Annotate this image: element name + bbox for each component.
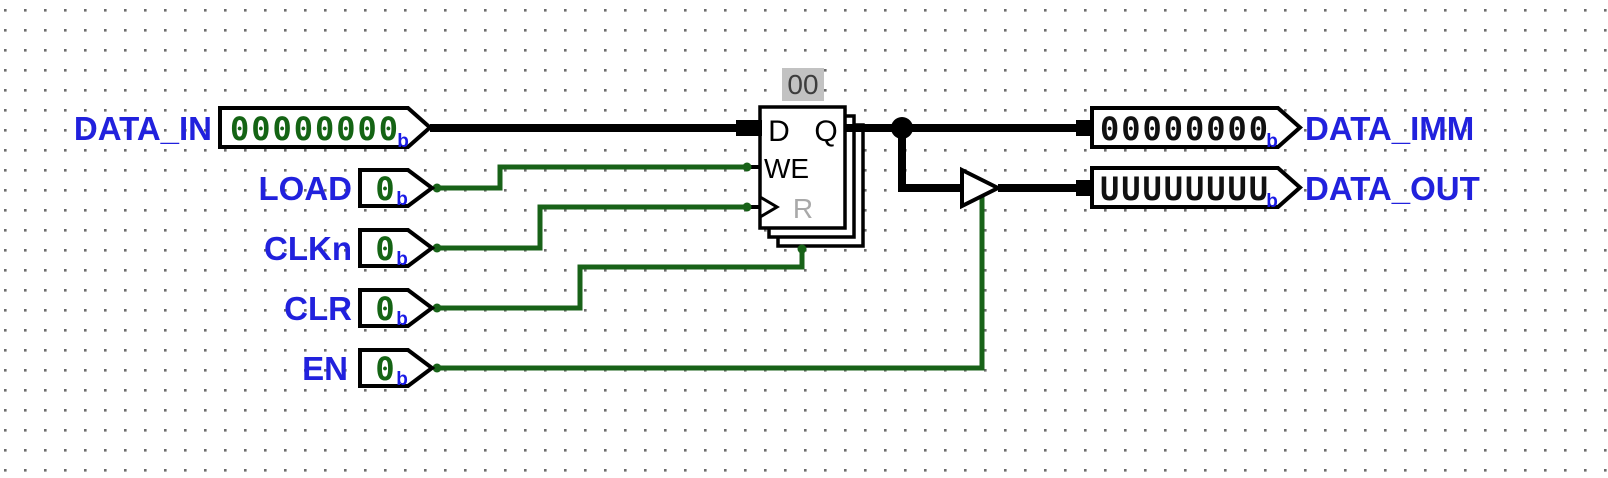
- register-value: 00: [787, 69, 818, 100]
- bus-wires: [430, 117, 1094, 196]
- label-data-in: DATA_IN: [74, 110, 212, 147]
- label-clkn: CLKn: [264, 230, 352, 267]
- input-pin-en[interactable]: 0 b: [358, 348, 436, 390]
- pin-value-data-out: UUUUUUUU: [1100, 170, 1270, 208]
- radix-data-imm: b: [1266, 131, 1278, 152]
- pin-value-data-imm: 00000000: [1100, 110, 1270, 148]
- input-pin-clkn[interactable]: 0 b: [358, 228, 436, 270]
- pin-shape-en[interactable]: [358, 348, 436, 388]
- register-port-d: D: [768, 115, 790, 148]
- pin-value-en[interactable]: 0: [375, 350, 396, 388]
- register-d-stub: [736, 120, 762, 136]
- pin-value-load[interactable]: 0: [375, 170, 396, 208]
- clock-triangle-icon: [758, 194, 780, 220]
- pin-shape-data-imm: [1090, 106, 1304, 149]
- register-port-q: Q: [814, 115, 837, 148]
- radix-data-in: b: [397, 131, 409, 152]
- radix-clr: b: [396, 309, 408, 330]
- data-out-stub: [1076, 180, 1094, 196]
- register-component: [758, 105, 865, 248]
- wire-junction-dot: [891, 117, 913, 139]
- label-en: EN: [302, 350, 348, 387]
- signal-wires: [432, 162, 985, 373]
- output-pin-data-imm: 00000000 b: [1090, 106, 1304, 152]
- wire-endpoint-dot: [432, 243, 442, 253]
- radix-en: b: [396, 369, 408, 390]
- wire-endpoint-dot: [797, 244, 807, 254]
- wire-clkn-to-clock: [436, 204, 747, 251]
- pin-value-clr[interactable]: 0: [375, 290, 396, 328]
- wire-endpoint-dot: [742, 202, 752, 212]
- wire-endpoint-dot: [432, 363, 442, 373]
- radix-clkn: b: [396, 249, 408, 270]
- input-pin-data-in[interactable]: 00000000 b: [218, 106, 434, 152]
- pin-value-clkn[interactable]: 0: [375, 230, 396, 268]
- pin-shape-clr[interactable]: [358, 288, 436, 328]
- pin-value-data-in[interactable]: 00000000: [230, 110, 400, 148]
- label-data-imm: DATA_IMM: [1305, 110, 1474, 147]
- tri-state-buffer: [960, 166, 1003, 210]
- label-clr: CLR: [284, 290, 352, 327]
- pin-shape-data-in[interactable]: [218, 106, 434, 149]
- wire-endpoint-dot: [432, 303, 442, 313]
- data-imm-stub: [1076, 120, 1094, 136]
- label-data-out: DATA_OUT: [1305, 170, 1480, 207]
- wire-clr-to-reset: [436, 249, 805, 311]
- register-port-we: WE: [764, 153, 809, 184]
- radix-load: b: [396, 189, 408, 210]
- register-detail: 00 D Q WE R: [758, 68, 838, 224]
- wire-load-to-we: [436, 164, 747, 191]
- pin-shape-clkn[interactable]: [358, 228, 436, 268]
- wire-endpoint-dot: [432, 183, 442, 193]
- radix-data-out: b: [1266, 191, 1278, 212]
- pin-shape-load[interactable]: [358, 168, 436, 208]
- input-pin-load[interactable]: 0 b: [358, 168, 436, 210]
- register-port-r: R: [793, 193, 813, 224]
- wire-en-to-buffer-enable: [436, 196, 985, 371]
- pin-shape-data-out: [1090, 166, 1304, 209]
- wire-branch-to-buffer: [898, 128, 962, 192]
- input-pin-clr[interactable]: 0 b: [358, 288, 436, 330]
- register-value-badge: [782, 68, 824, 101]
- label-load: LOAD: [259, 170, 353, 207]
- wire-endpoint-dot: [742, 162, 752, 172]
- output-pin-data-out: UUUUUUUU b: [1090, 166, 1304, 212]
